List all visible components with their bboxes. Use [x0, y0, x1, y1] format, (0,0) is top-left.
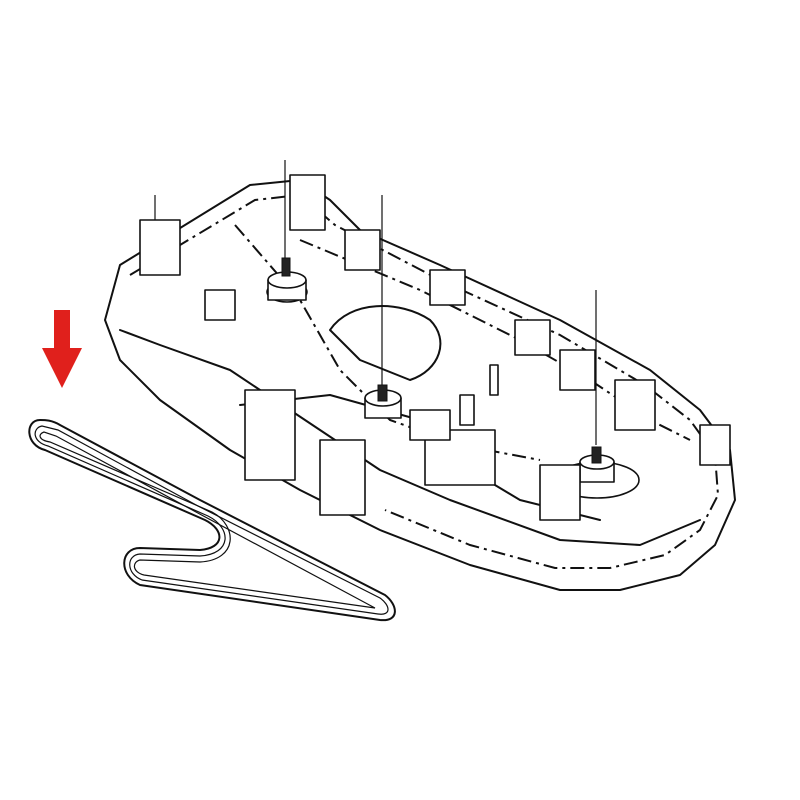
spindle-center	[364, 195, 402, 419]
down-arrow-icon	[42, 310, 82, 388]
brackets	[139, 174, 731, 521]
drive-belt	[28, 419, 396, 622]
spindle-left	[266, 160, 308, 303]
